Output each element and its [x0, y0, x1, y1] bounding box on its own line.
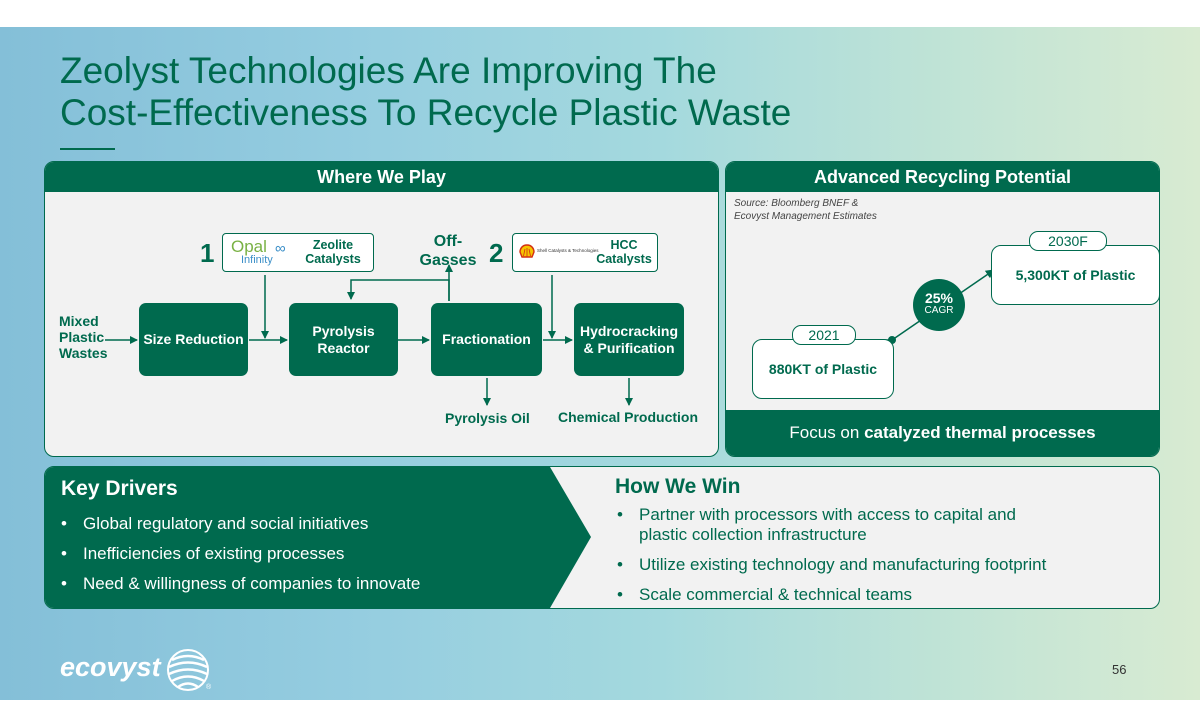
shell-logo-icon: [519, 244, 535, 258]
zeolite-catalysts-label: Zeolite Catalysts: [305, 238, 361, 266]
year-2021-tag: 2021: [792, 325, 856, 345]
title-underline: [60, 148, 115, 150]
opal-zeolite-partner-box: Opal Infinity ∞ Zeolite Catalysts: [222, 233, 374, 272]
opal-infinity-logo: Opal Infinity ∞: [231, 237, 286, 266]
hcc-catalysts-label: HCC Catalysts: [596, 238, 652, 266]
list-item: Need & willingness of companies to innov…: [61, 573, 420, 603]
list-item: Global regulatory and social initiatives: [61, 513, 420, 543]
list-item: Partner with processors with access to c…: [617, 505, 1039, 545]
source-note: Source: Bloomberg BNEF & Ecovyst Managem…: [734, 198, 877, 222]
list-item: Inefficiencies of existing processes: [61, 543, 420, 573]
marker-1: 1: [200, 238, 215, 268]
how-we-win-title: How We Win: [615, 475, 741, 498]
ecovyst-globe-icon: [167, 649, 209, 691]
drivers-and-wins-panel: Key Drivers Global regulatory and social…: [44, 466, 1160, 609]
fractionation-step: Fractionation: [431, 303, 542, 376]
shell-text: Shell Catalysts & Technologies: [537, 248, 599, 253]
page-number: 56: [1112, 662, 1127, 677]
ecovyst-logo: ecovyst: [60, 652, 161, 682]
value-2030-box: 5,300KT of Plastic: [991, 245, 1159, 305]
title-line-1: Zeolyst Technologies Are Improving The: [60, 50, 717, 91]
chemical-production-label: Chemical Production: [558, 409, 699, 425]
advanced-recycling-header: Advanced Recycling Potential: [726, 162, 1159, 192]
where-we-play-panel: Where We Play Mixed Plastic Wastes Size …: [44, 161, 719, 457]
list-item: Scale commercial & technical teams: [617, 585, 1046, 605]
hydrocracking-step: Hydrocracking& Purification: [574, 303, 684, 376]
value-2021-box: 880KT of Plastic: [752, 339, 894, 399]
shell-hcc-partner-box: Shell Catalysts & Technologies HCC Catal…: [512, 233, 658, 272]
year-2030-tag: 2030F: [1029, 231, 1107, 251]
how-we-win-list: Partner with processors with access to c…: [617, 505, 1046, 608]
where-we-play-header: Where We Play: [45, 162, 718, 192]
pyrolysis-oil-label: Pyrolysis Oil: [445, 410, 530, 426]
focus-banner: Focus on catalyzed thermal processes: [726, 410, 1159, 456]
registered-mark-icon: ®: [206, 684, 212, 691]
process-arrows: [105, 264, 633, 406]
advanced-recycling-panel: Advanced Recycling Potential Source: Blo…: [725, 161, 1160, 457]
size-reduction-step: Size Reduction: [139, 303, 248, 376]
key-drivers-title: Key Drivers: [61, 477, 178, 500]
list-item: Utilize existing technology and manufact…: [617, 555, 1046, 575]
off-gasses-label: Off- Gasses: [419, 233, 477, 269]
title-line-2: Cost-Effectiveness To Recycle Plastic Wa…: [60, 92, 792, 133]
infinity-icon: ∞: [275, 240, 286, 257]
cagr-badge: 25% CAGR: [913, 279, 965, 331]
slide-title: Zeolyst Technologies Are Improving The C…: [60, 50, 960, 134]
mixed-plastic-wastes-label: Mixed Plastic Wastes: [59, 313, 108, 361]
key-drivers-list: Global regulatory and social initiatives…: [61, 513, 420, 603]
marker-2: 2: [489, 238, 504, 268]
